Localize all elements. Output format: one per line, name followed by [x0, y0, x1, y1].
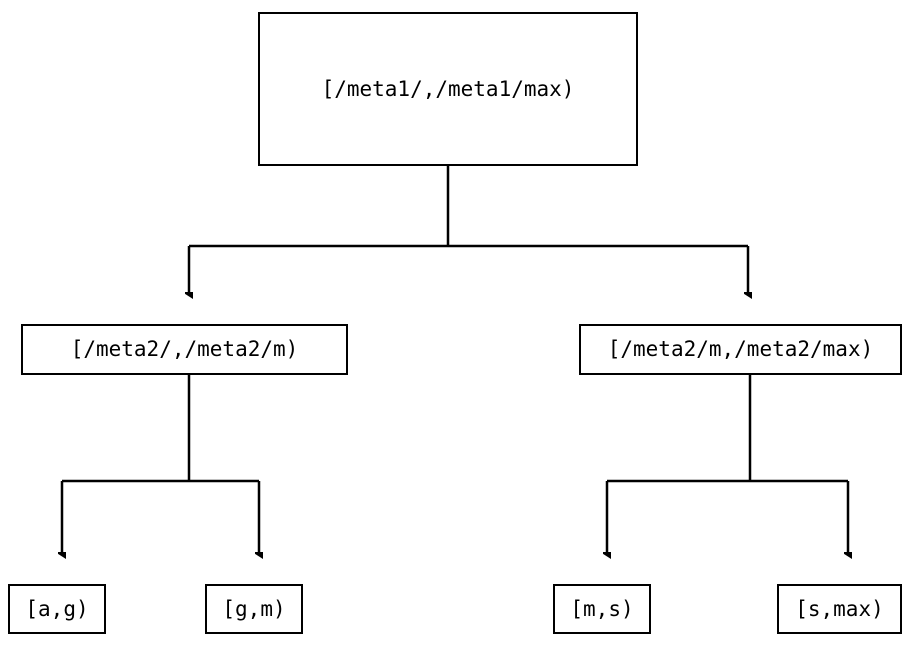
- node-leaf-m-s-label: [m,s): [570, 596, 634, 621]
- node-mid-left-label: [/meta2/,/meta2/m): [70, 337, 299, 361]
- node-mid-right-label: [/meta2/m,/meta2/max): [607, 337, 874, 361]
- node-root[interactable]: [/meta1/,/meta1/max): [258, 12, 638, 166]
- node-leaf-a-g-label: [a,g): [25, 596, 89, 621]
- node-leaf-s-max-label: [s,max): [795, 596, 884, 621]
- node-root-label: [/meta1/,/meta1/max): [321, 76, 575, 101]
- node-leaf-m-s[interactable]: [m,s): [553, 584, 651, 634]
- node-leaf-s-max[interactable]: [s,max): [777, 584, 902, 634]
- node-leaf-a-g[interactable]: [a,g): [8, 584, 106, 634]
- node-leaf-g-m[interactable]: [g,m): [205, 584, 303, 634]
- node-leaf-g-m-label: [g,m): [222, 596, 286, 621]
- node-mid-right[interactable]: [/meta2/m,/meta2/max): [579, 324, 902, 375]
- node-mid-left[interactable]: [/meta2/,/meta2/m): [21, 324, 348, 375]
